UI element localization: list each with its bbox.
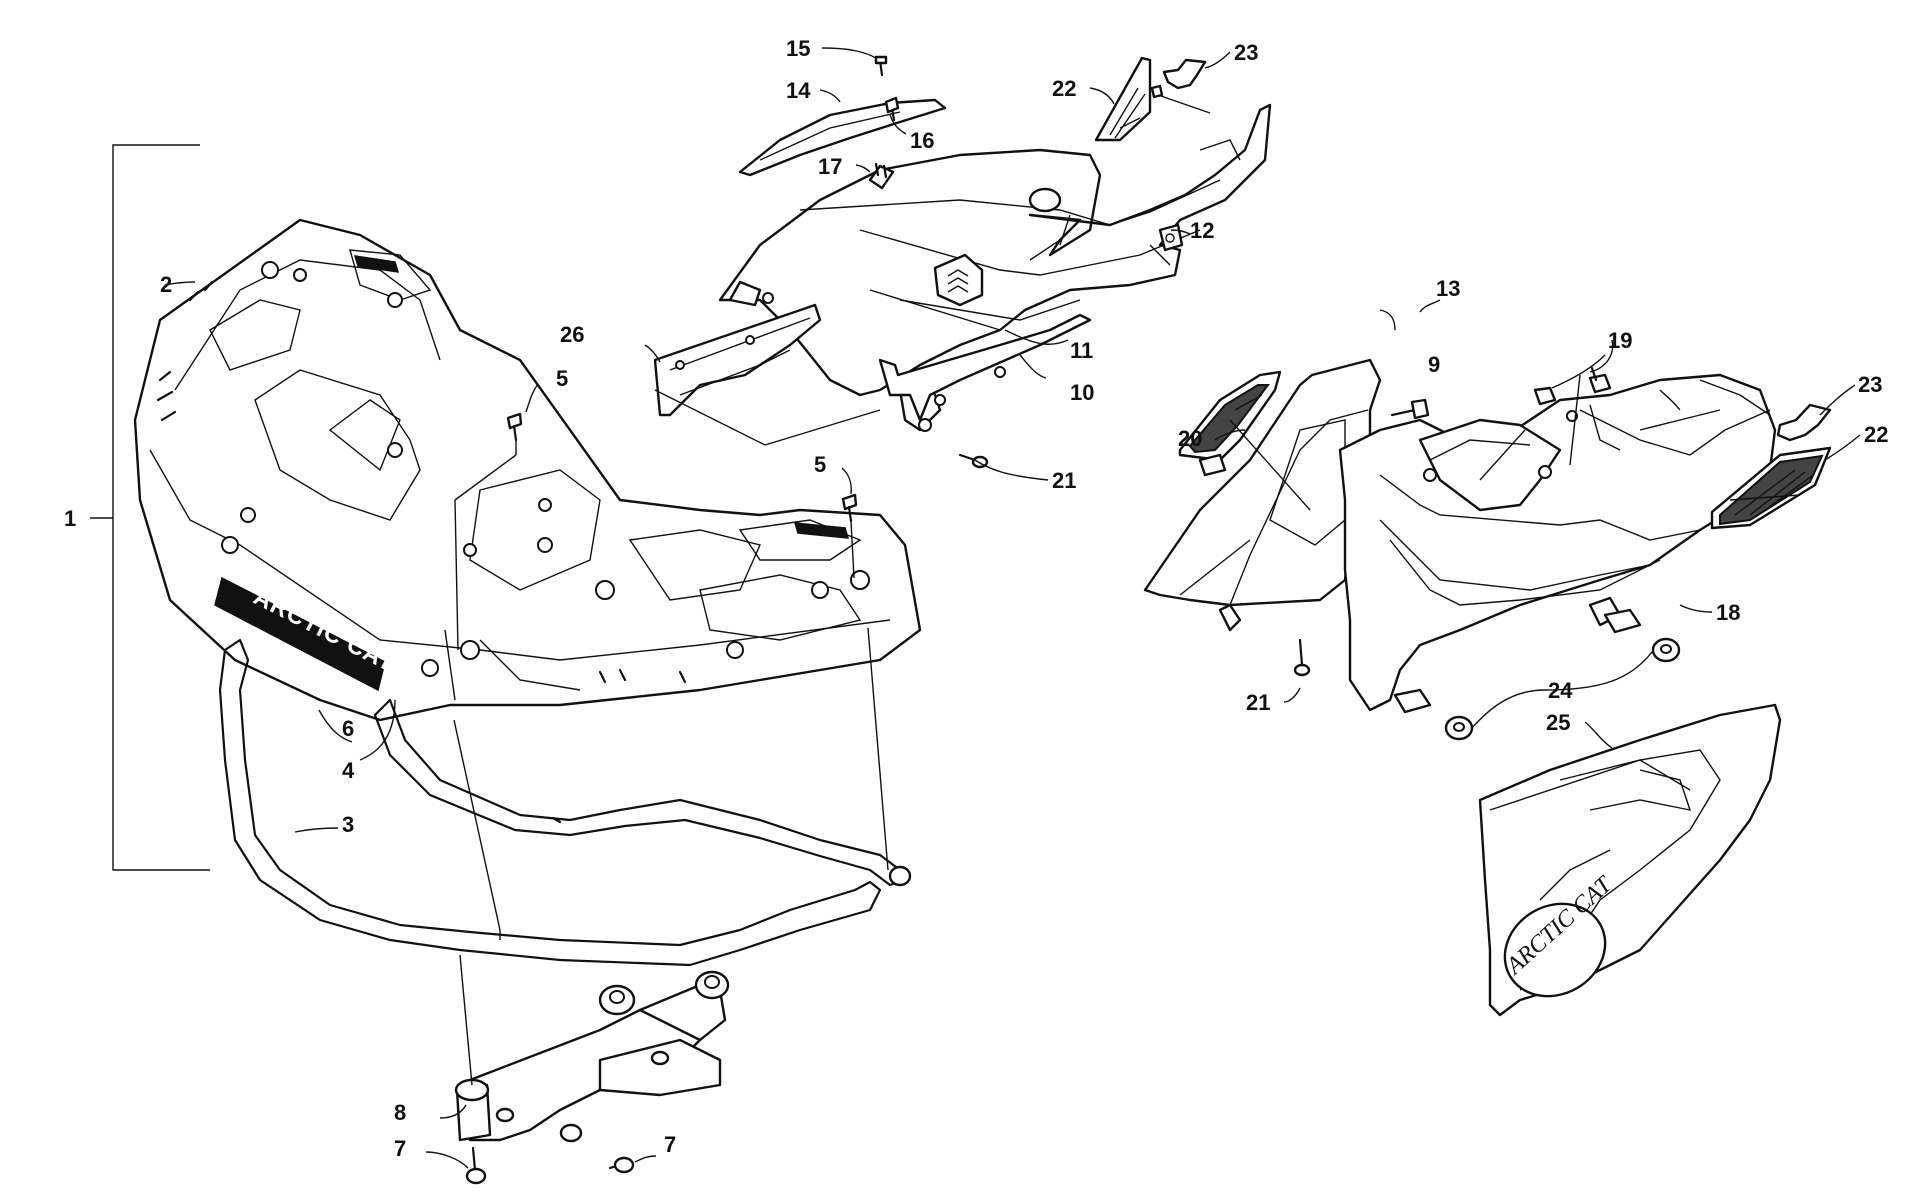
bracket-group-1 xyxy=(90,144,210,871)
callout-5-left: 5 xyxy=(556,366,568,391)
grommet-24a[interactable] xyxy=(1651,637,1681,663)
callout-25: 25 xyxy=(1546,710,1570,735)
vent-insert-20[interactable] xyxy=(1178,370,1282,477)
callout-7-left: 7 xyxy=(394,1136,406,1161)
callout-26: 26 xyxy=(560,322,584,347)
callout-23-right: 23 xyxy=(1858,372,1882,397)
callout-3: 3 xyxy=(342,812,354,837)
callout-19: 19 xyxy=(1608,328,1632,353)
callout-6: 6 xyxy=(342,716,354,741)
callout-22-right: 22 xyxy=(1864,422,1888,447)
front-fender-panel[interactable] xyxy=(718,103,1272,432)
screw-5b[interactable] xyxy=(841,493,858,523)
callout-23-upper: 23 xyxy=(1234,40,1258,65)
grill-22a[interactable] xyxy=(1094,56,1164,142)
callout-21-upper: 21 xyxy=(1052,468,1076,493)
grommet-24b[interactable] xyxy=(1444,715,1474,741)
screw-21b[interactable] xyxy=(1293,638,1311,677)
callout-20: 20 xyxy=(1178,426,1202,451)
callout-15: 15 xyxy=(786,36,810,61)
callout-22-upper: 22 xyxy=(1052,76,1076,101)
callout-2: 2 xyxy=(160,272,172,297)
decal-23a[interactable] xyxy=(1162,58,1207,90)
visor-14[interactable] xyxy=(738,98,947,177)
callout-21-lower: 21 xyxy=(1246,690,1270,715)
lower-cover-25[interactable]: ARCTIC CAT xyxy=(1478,703,1782,1017)
callout-13: 13 xyxy=(1436,276,1460,301)
callout-11: 11 xyxy=(1070,338,1093,363)
callout-1: 1 xyxy=(64,506,76,531)
screw-7a[interactable] xyxy=(465,1146,487,1185)
rack-tubes[interactable] xyxy=(218,638,912,967)
fastener-16[interactable] xyxy=(884,96,900,114)
callout-labels: 1 2 3 4 5 5 6 7 7 8 9 10 11 12 13 14 15 … xyxy=(64,36,1888,1161)
callout-9: 9 xyxy=(1428,352,1440,377)
screw-5a[interactable] xyxy=(506,412,523,442)
callout-12: 12 xyxy=(1190,218,1214,243)
grommet-mount-a xyxy=(1603,608,1642,634)
clip-17[interactable] xyxy=(868,162,895,190)
mount-bracket[interactable] xyxy=(454,970,730,1143)
callout-18: 18 xyxy=(1716,600,1740,625)
decal-23b[interactable] xyxy=(1776,403,1832,442)
callout-7-right: 7 xyxy=(664,1132,676,1157)
front-rack[interactable] xyxy=(133,218,922,722)
callout-14: 14 xyxy=(786,78,811,103)
screw-9[interactable] xyxy=(1390,398,1430,420)
callout-17: 17 xyxy=(818,154,842,179)
leader-lines-upper xyxy=(644,47,1231,481)
callout-5-right: 5 xyxy=(814,452,826,477)
callout-16: 16 xyxy=(910,128,934,153)
main-fender-18[interactable] xyxy=(1338,373,1777,712)
inner-panel-26[interactable] xyxy=(653,303,822,417)
callout-8: 8 xyxy=(394,1100,406,1125)
nut-19b[interactable] xyxy=(1588,366,1612,394)
callout-10: 10 xyxy=(1070,380,1094,405)
fastener-15[interactable] xyxy=(874,55,888,77)
callout-4: 4 xyxy=(342,758,355,783)
leader-lines-right xyxy=(1214,299,1861,749)
grommet-mount-b xyxy=(1393,688,1432,714)
grill-22b[interactable] xyxy=(1710,446,1832,530)
nut-19a[interactable] xyxy=(1533,386,1557,406)
side-panel-10[interactable] xyxy=(878,313,1092,422)
leader-lines-left xyxy=(164,281,889,1169)
callout-24: 24 xyxy=(1548,678,1573,703)
screw-7b[interactable] xyxy=(608,1156,635,1174)
